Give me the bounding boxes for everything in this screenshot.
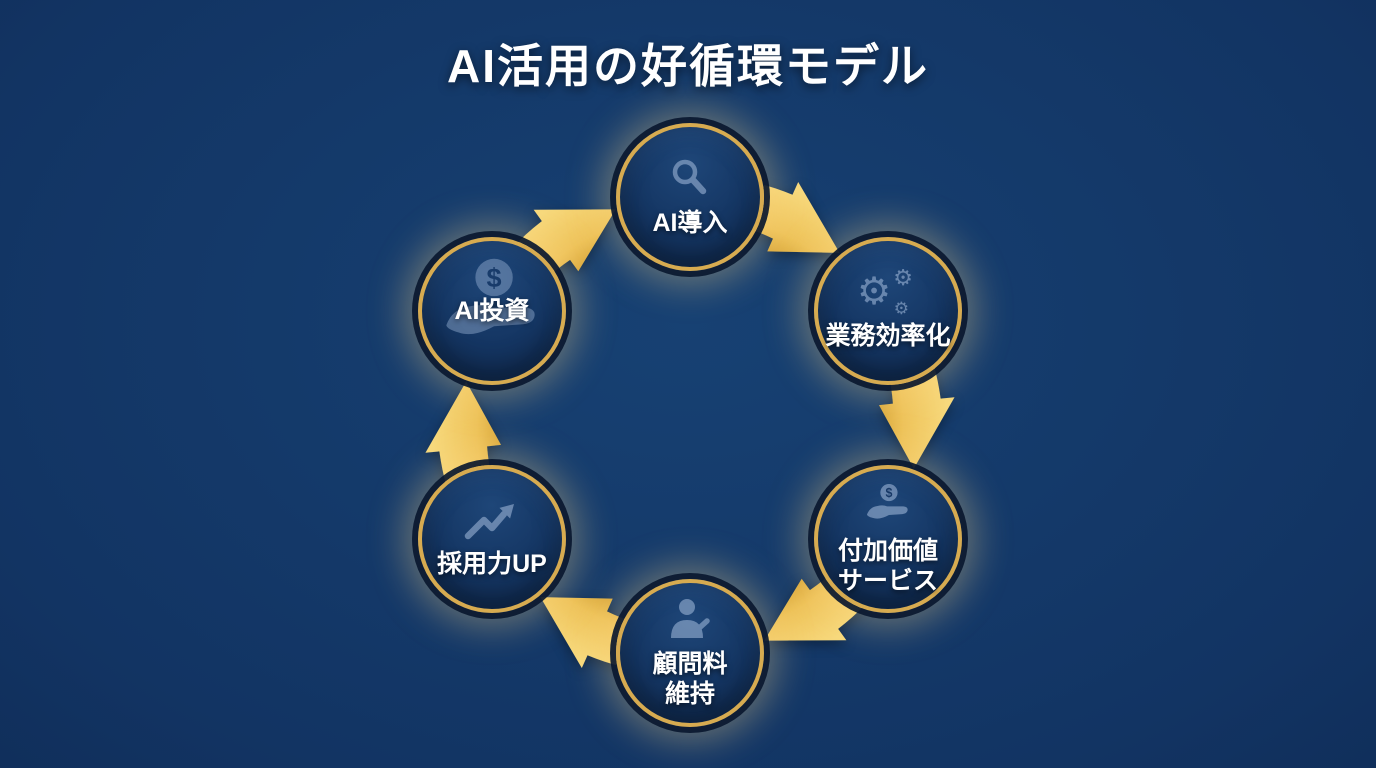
svg-text:$: $ (487, 263, 502, 293)
node-recruiting-power-up: 採用力UP (418, 465, 566, 613)
magnifier-icon (668, 157, 712, 204)
node-label: 業務効率化 (825, 322, 951, 350)
person-pen-icon (667, 598, 713, 645)
growth-arrow-icon (464, 500, 520, 545)
node-advisory-fee-retention: 顧問料 維持 (616, 579, 764, 727)
node-label: 顧問料 維持 (652, 649, 728, 708)
node-label: 採用力UP (437, 549, 547, 578)
dollar-hand-icon: $ (438, 256, 546, 357)
node-value-added-service: $ 付加価値 サービス (814, 465, 962, 613)
node-label: AI投資 (454, 297, 530, 325)
node-ai-adoption: AI導入 (616, 123, 764, 271)
node-efficiency: ⚙ ⚙ ⚙ 業務効率化 (814, 237, 962, 385)
page-title: AI活用の好循環モデル (447, 40, 929, 92)
hand-coin-icon: $ (862, 483, 914, 532)
node-label: AI導入 (652, 208, 728, 237)
svg-text:$: $ (885, 485, 892, 499)
node-label: 付加価値 サービス (837, 536, 938, 595)
node-ai-investment: $ AI投資 (418, 237, 566, 385)
gears-icon: ⚙ ⚙ ⚙ (857, 265, 913, 318)
